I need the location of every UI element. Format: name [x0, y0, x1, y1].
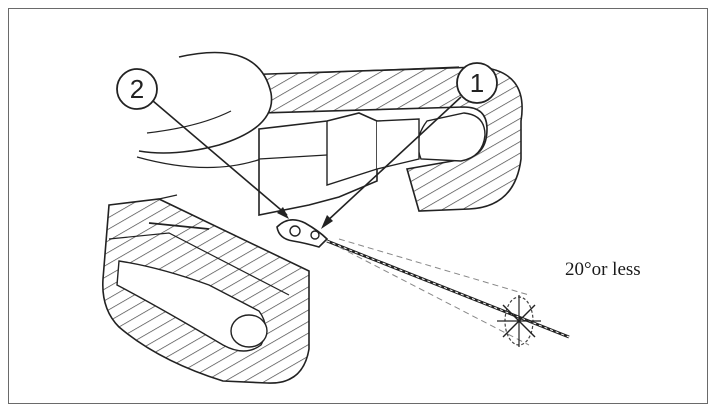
callout-1-number: 1: [470, 68, 484, 98]
front-crawler-track: [102, 194, 310, 384]
callout-2: 2: [116, 68, 289, 219]
rear-crawler-track: [237, 66, 523, 212]
tow-hook: [276, 219, 329, 248]
tow-wire-rope: [326, 238, 570, 346]
figure-frame: 20°or less 2 1: [8, 8, 708, 404]
angle-label: 20°or less: [565, 259, 641, 280]
towing-diagram: 20°or less 2 1: [102, 51, 641, 384]
angle-indicator: [497, 295, 541, 347]
callout-2-number: 2: [130, 74, 144, 104]
callout-1: 1: [321, 62, 498, 229]
machine-body: [136, 51, 420, 216]
